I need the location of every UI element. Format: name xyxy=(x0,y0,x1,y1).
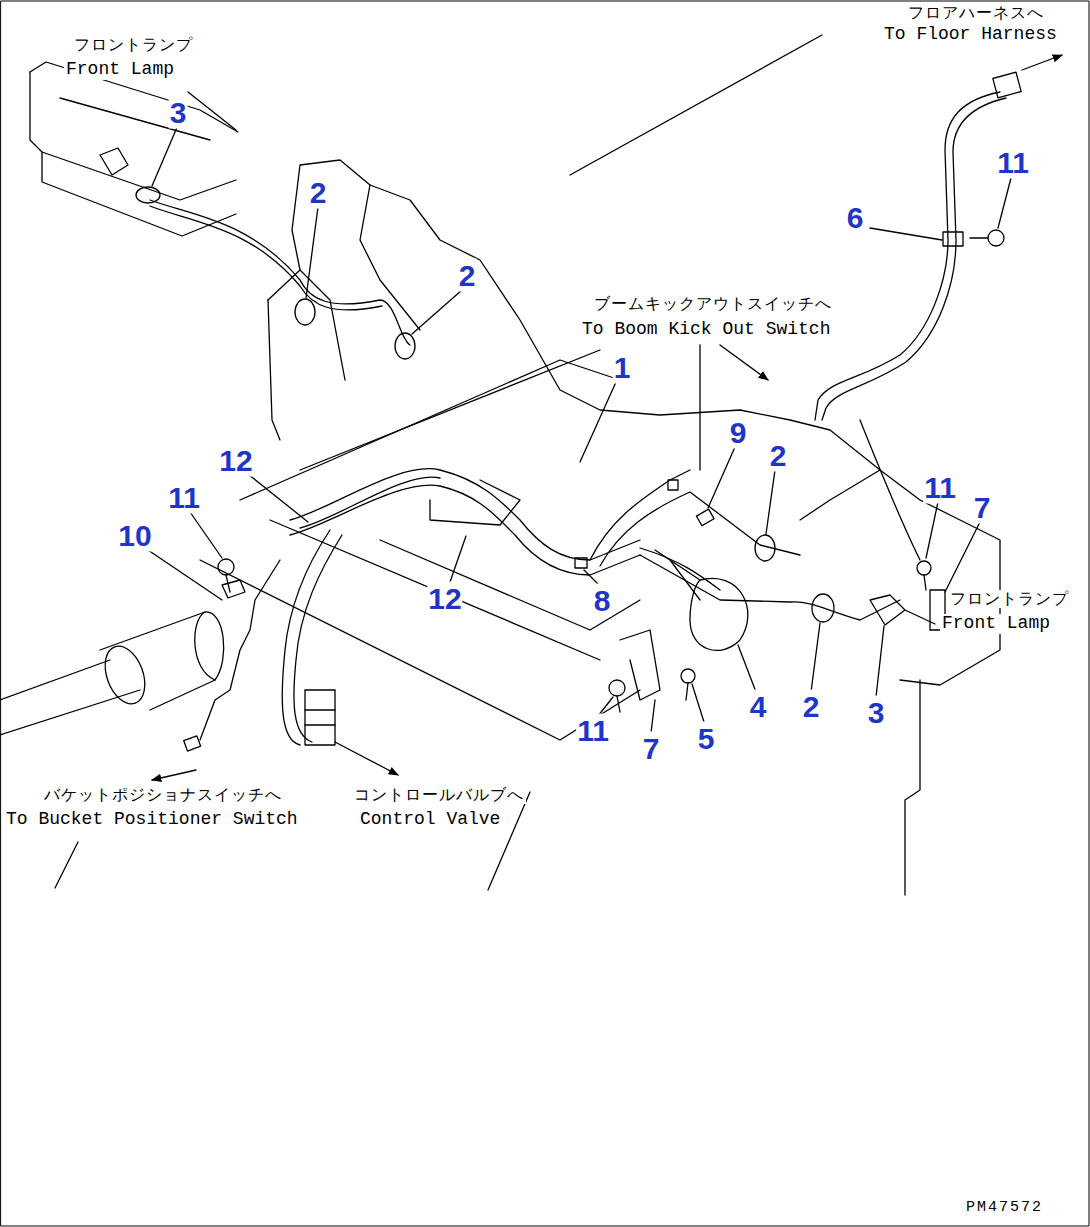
callout-number: 2 xyxy=(458,259,477,292)
callout-number: 10 xyxy=(117,519,152,552)
callout-number: 6 xyxy=(846,201,865,234)
part-label: バケットポジショナスイッチへ xyxy=(42,786,284,804)
callout-number: 3 xyxy=(169,96,188,129)
callout-number: 5 xyxy=(697,722,716,755)
callout-number: 12 xyxy=(427,582,462,615)
part-label: フロントランプ xyxy=(72,36,195,54)
callout-number: 7 xyxy=(642,732,661,765)
part-label: フロントランプ xyxy=(948,590,1071,608)
part-label: Control Valve xyxy=(358,810,502,830)
callout-number: 1 xyxy=(613,351,632,384)
part-label: Front Lamp xyxy=(64,60,176,80)
callout-number: 2 xyxy=(802,690,821,723)
callout-number: 4 xyxy=(749,690,768,723)
callout-number: 2 xyxy=(769,439,788,472)
callout-number: 2 xyxy=(309,176,328,209)
drawing-number: PM47572 xyxy=(964,1200,1045,1217)
callout-number: 9 xyxy=(729,416,748,449)
part-label: ブームキックアウトスイッチへ xyxy=(592,295,834,313)
callout-number: 11 xyxy=(576,714,610,747)
callout-number: 7 xyxy=(973,491,992,524)
part-label: To Floor Harness xyxy=(882,25,1059,45)
part-label: コントロールバルブへ xyxy=(352,786,526,804)
callout-number: 11 xyxy=(167,481,201,514)
callout-number: 12 xyxy=(218,444,253,477)
callout-number: 11 xyxy=(996,146,1030,179)
part-label: Front Lamp xyxy=(940,614,1052,634)
part-label: フロアハーネスへ xyxy=(906,4,1046,22)
part-label: To Bucket Positioner Switch xyxy=(4,810,300,830)
part-label: To Boom Kick Out Switch xyxy=(580,320,832,340)
callout-number: 11 xyxy=(923,471,957,504)
callout-number: 8 xyxy=(593,584,612,617)
callout-number: 3 xyxy=(867,696,886,729)
